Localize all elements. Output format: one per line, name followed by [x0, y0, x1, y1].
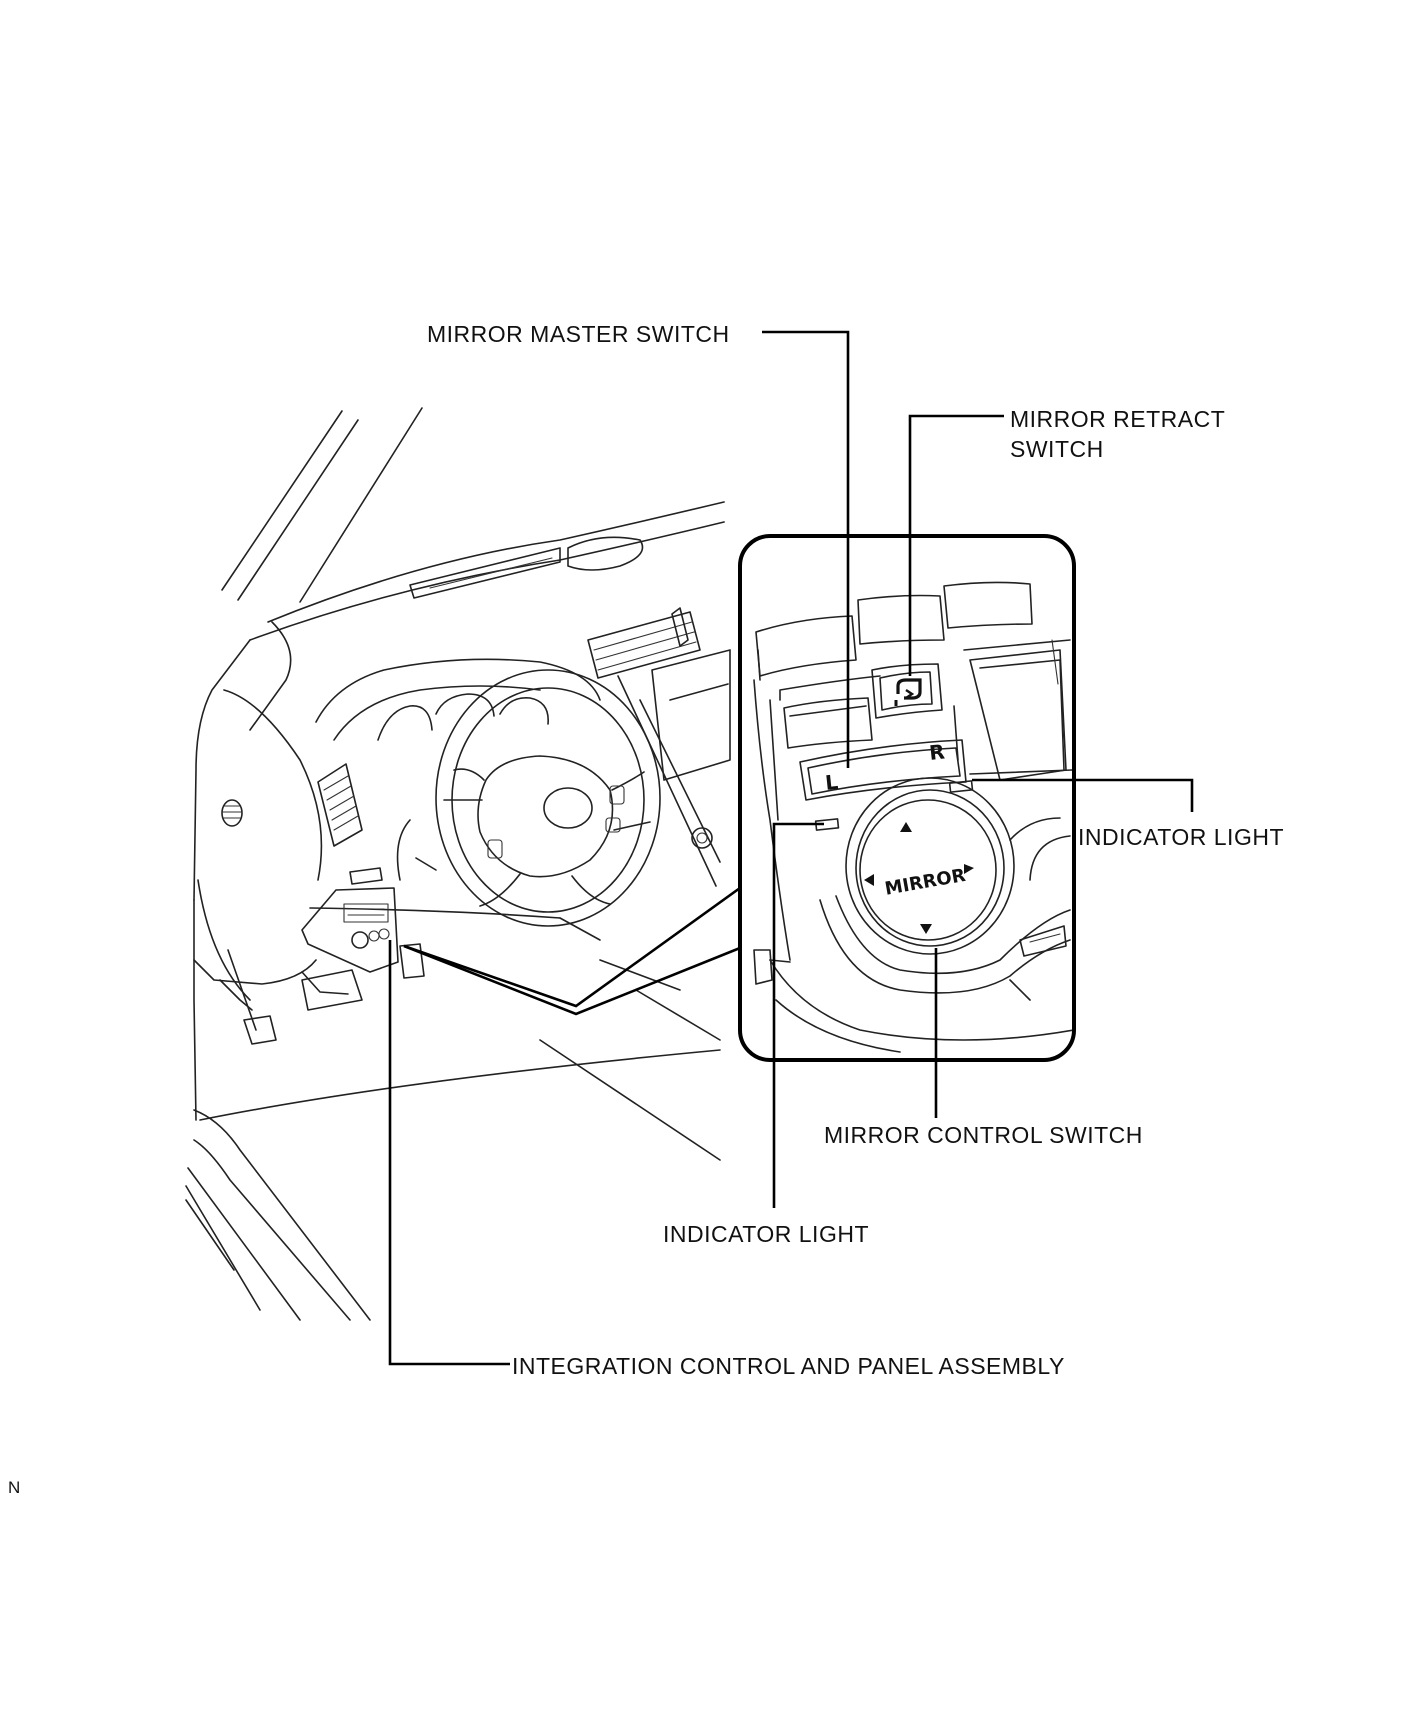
- label-mirror-retract-switch: MIRROR RETRACT SWITCH: [1010, 406, 1226, 462]
- leader-lines: [388, 330, 1194, 1366]
- cabin-line-art: [185, 407, 731, 1321]
- inset-callout-wedge: [403, 886, 741, 1016]
- label-mirror-master-switch: MIRROR MASTER SWITCH: [427, 321, 730, 347]
- indicator-light-left-cell: [814, 818, 840, 831]
- retract-icon: [894, 678, 922, 706]
- label-integration-control: INTEGRATION CONTROL AND PANEL ASSEMBLY: [512, 1353, 1065, 1379]
- label-indicator-light-left: INDICATOR LIGHT: [663, 1221, 869, 1247]
- indicator-light-right-cell: [948, 780, 974, 793]
- label-indicator-light-right: INDICATOR LIGHT: [1078, 824, 1284, 850]
- label-mirror-control-switch: MIRROR CONTROL SWITCH: [824, 1122, 1143, 1148]
- corner-code: N: [8, 1478, 21, 1497]
- master-switch-l-text: L: [824, 770, 839, 795]
- master-switch-r-text: R: [928, 739, 946, 764]
- inset-detail-frame: L R MIRROR: [738, 534, 1076, 1062]
